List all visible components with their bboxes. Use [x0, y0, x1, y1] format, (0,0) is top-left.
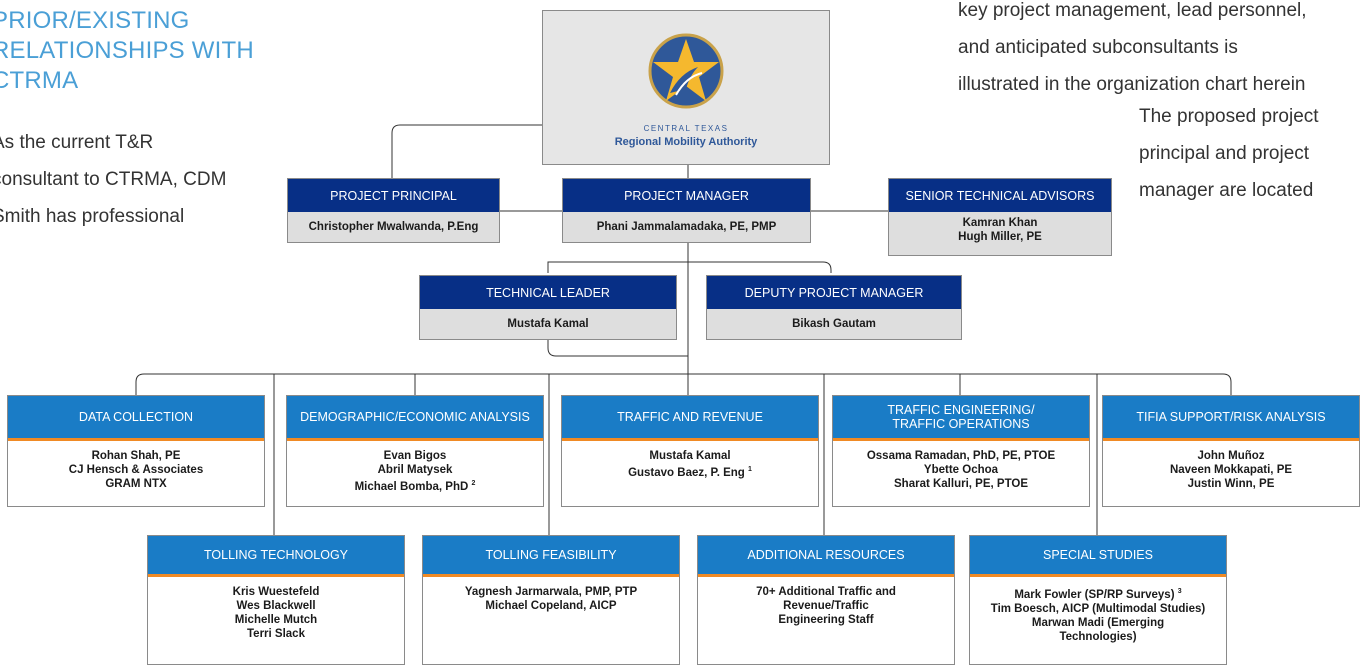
box-names: Mark Fowler (SP/RP Surveys) 3 Tim Boesch…	[990, 588, 1206, 643]
box-names: Evan Bigos Abril Matysek Michael Bomba, …	[354, 450, 476, 493]
box-title: TIFIA SUPPORT/RISK ANALYSIS	[1103, 396, 1359, 441]
team-box-tifia-support: TIFIA SUPPORT/RISK ANALYSIS John Muñoz N…	[1102, 395, 1360, 507]
footnote-marker: 1	[748, 466, 752, 473]
box-names: Kamran Khan Hugh Miller, PE	[889, 212, 1111, 255]
box-names: Ossama Ramadan, PhD, PE, PTOE Ybette Och…	[866, 450, 1056, 490]
box-title: SPECIAL STUDIES	[970, 536, 1226, 577]
box-names: Christopher Mwalwanda, P.Eng	[288, 212, 499, 242]
project-manager-box: PROJECT MANAGER Phani Jammalamadaka, PE,…	[562, 178, 811, 243]
section-heading: PRIOR/EXISTING RELATIONSHIPS WITH CTRMA	[0, 7, 254, 94]
senior-advisors-box: SENIOR TECHNICAL ADVISORS Kamran Khan Hu…	[888, 178, 1112, 256]
team-box-special-studies: SPECIAL STUDIES Mark Fowler (SP/RP Surve…	[969, 535, 1227, 665]
box-title: TRAFFIC AND REVENUE	[562, 396, 818, 441]
footnote-marker: 2	[471, 480, 476, 487]
team-box-demographic-analysis: DEMOGRAPHIC/ECONOMIC ANALYSIS Evan Bigos…	[286, 395, 544, 507]
left-paragraph: As the current T&R consultant to CTRMA, …	[0, 132, 227, 227]
box-names: Kris Wuestefeld Wes Blackwell Michelle M…	[232, 586, 320, 640]
box-title: SENIOR TECHNICAL ADVISORS	[889, 179, 1111, 212]
box-title: ADDITIONAL RESOURCES	[698, 536, 954, 577]
team-box-traffic-engineering: TRAFFIC ENGINEERING/ TRAFFIC OPERATIONS …	[832, 395, 1090, 507]
footnote-marker: 3	[1177, 588, 1182, 595]
box-title: DATA COLLECTION	[8, 396, 264, 441]
team-box-tolling-feasibility: TOLLING FEASIBILITY Yagnesh Jarmarwala, …	[422, 535, 680, 665]
project-principal-box: PROJECT PRINCIPAL Christopher Mwalwanda,…	[287, 178, 500, 243]
right-paragraph-bottom: The proposed project principal and proje…	[1139, 106, 1319, 201]
box-title: TOLLING FEASIBILITY	[423, 536, 679, 577]
right-paragraph-top: key project management, lead personnel, …	[958, 0, 1307, 95]
deputy-manager-box: DEPUTY PROJECT MANAGER Bikash Gautam	[706, 275, 962, 340]
box-names: John Muñoz Naveen Mokkapati, PE Justin W…	[1169, 450, 1293, 490]
box-title: TOLLING TECHNOLOGY	[148, 536, 404, 577]
box-title: TRAFFIC ENGINEERING/ TRAFFIC OPERATIONS	[833, 396, 1089, 441]
box-names: Yagnesh Jarmarwala, PMP, PTP Michael Cop…	[464, 586, 638, 612]
team-box-data-collection: DATA COLLECTION Rohan Shah, PE CJ Hensch…	[7, 395, 265, 507]
box-title: PROJECT PRINCIPAL	[288, 179, 499, 212]
team-box-tolling-technology: TOLLING TECHNOLOGY Kris Wuestefeld Wes B…	[147, 535, 405, 665]
box-names: 70+ Additional Traffic and Revenue/Traff…	[756, 586, 896, 626]
box-names: Mustafa Kamal	[420, 309, 676, 339]
team-box-traffic-revenue: TRAFFIC AND REVENUE Mustafa Kamal Gustav…	[561, 395, 819, 507]
logo-line-1: CENTRAL TEXAS	[643, 124, 729, 133]
box-title: DEPUTY PROJECT MANAGER	[707, 276, 961, 309]
box-names: Rohan Shah, PE CJ Hensch & Associates GR…	[68, 450, 204, 490]
box-title: PROJECT MANAGER	[563, 179, 810, 212]
box-names: Bikash Gautam	[707, 309, 961, 339]
star-icon	[648, 33, 724, 109]
ctrma-logo-box: CENTRAL TEXAS Regional Mobility Authorit…	[542, 10, 830, 165]
box-title: TECHNICAL LEADER	[420, 276, 676, 309]
technical-leader-box: TECHNICAL LEADER Mustafa Kamal	[419, 275, 677, 340]
team-box-additional-resources: ADDITIONAL RESOURCES 70+ Additional Traf…	[697, 535, 955, 665]
logo-line-2: Regional Mobility Authority	[614, 136, 758, 148]
box-title: DEMOGRAPHIC/ECONOMIC ANALYSIS	[287, 396, 543, 441]
box-names: Phani Jammalamadaka, PE, PMP	[563, 212, 810, 242]
box-names: Mustafa Kamal Gustavo Baez, P. Eng 1	[628, 450, 752, 479]
